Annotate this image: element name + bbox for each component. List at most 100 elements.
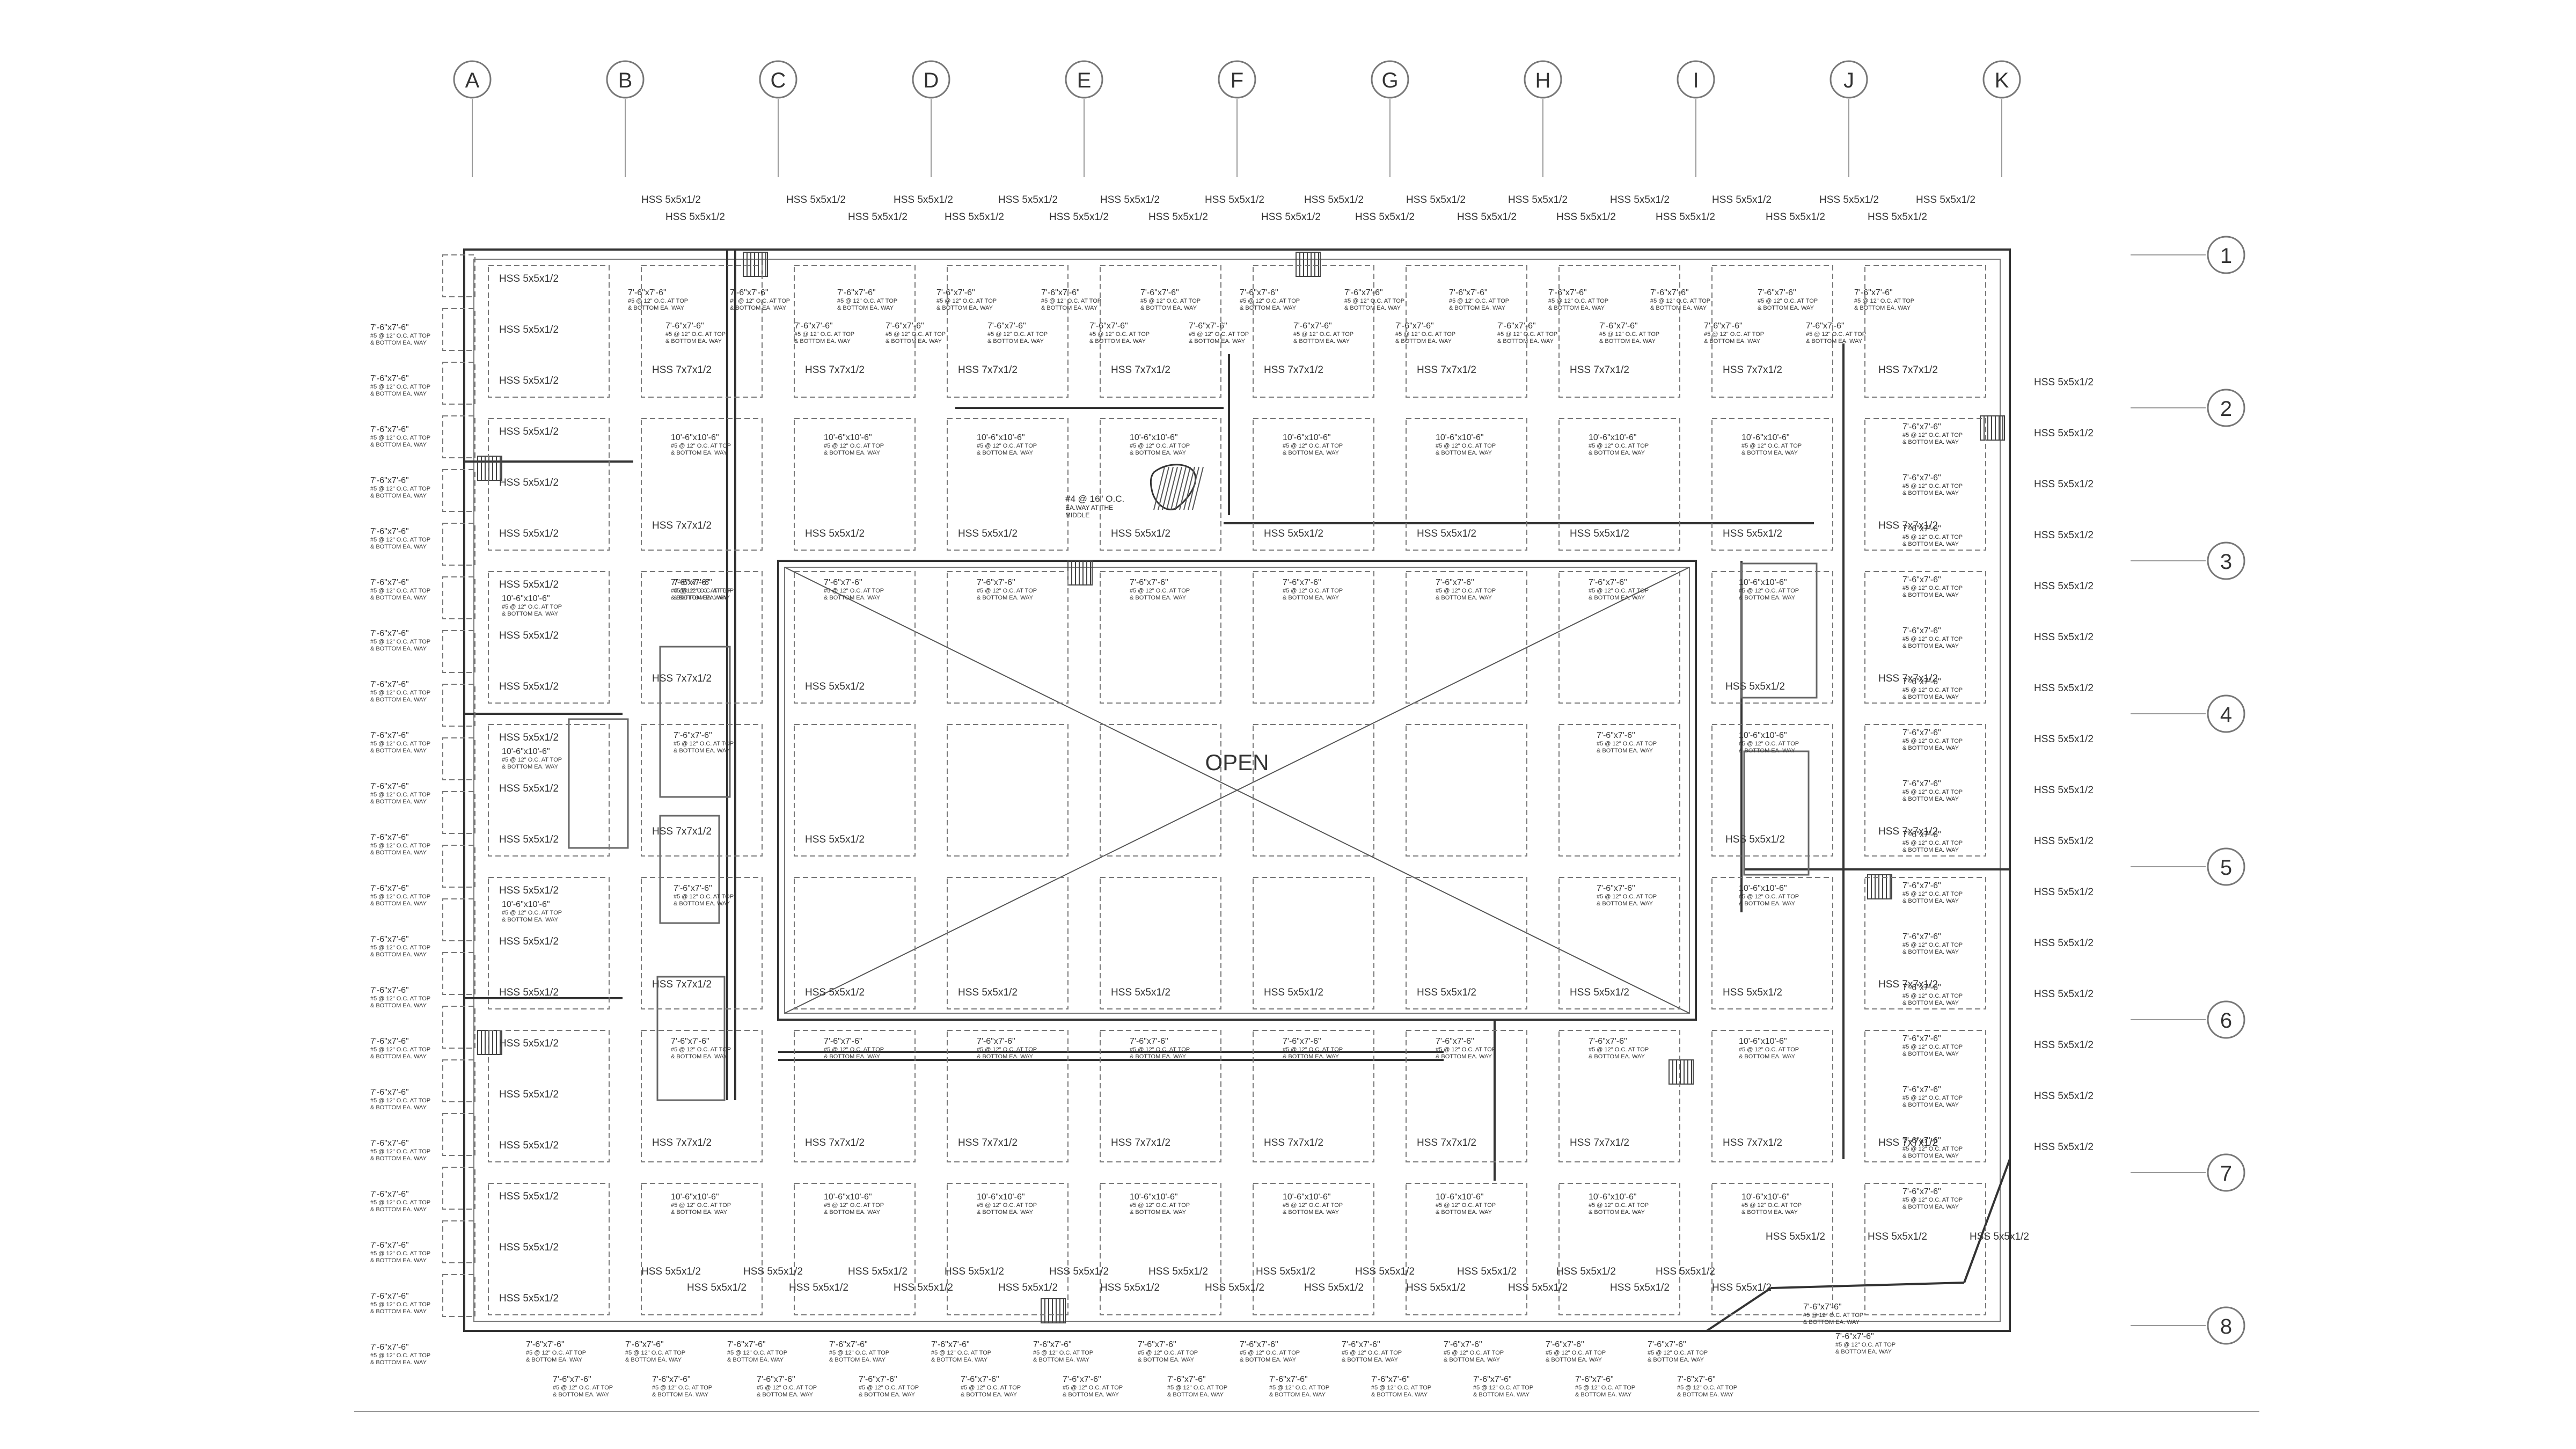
footing-bay bbox=[488, 265, 610, 398]
footing-rebar: #5 @ 12" O.C. AT TOP bbox=[671, 443, 731, 449]
stair-outline bbox=[1296, 252, 1321, 277]
footing-size: 7'-6"x7'-6" bbox=[370, 1190, 409, 1199]
hss-label: HSS 7x7x1/2 bbox=[1878, 673, 1938, 684]
footing-callout: 7'-6"x7'-6"#5 @ 12" O.C. AT TOP& BOTTOM … bbox=[370, 1037, 430, 1060]
footing-rebar: & BOTTOM EA. WAY bbox=[1240, 1357, 1297, 1363]
grid-bubble-B: B bbox=[606, 60, 645, 99]
footing-rebar: & BOTTOM EA. WAY bbox=[1902, 796, 1959, 802]
hss-label: HSS 5x5x1/2 bbox=[2034, 581, 2094, 592]
footing-rebar: #5 @ 12" O.C. AT TOP bbox=[1283, 443, 1343, 449]
footing-rebar: #5 @ 12" O.C. AT TOP bbox=[824, 443, 884, 449]
footing-bay bbox=[947, 877, 1069, 1009]
grid-bubble-circle bbox=[1065, 60, 1103, 99]
footing-callout: 7'-6"x7'-6"#5 @ 12" O.C. AT TOP& BOTTOM … bbox=[1575, 1375, 1635, 1398]
footing-rebar: & BOTTOM EA. WAY bbox=[1597, 748, 1653, 754]
footing-size: 7'-6"x7'-6" bbox=[1342, 1340, 1380, 1349]
footing-callout: 7'-6"x7'-6"#5 @ 12" O.C. AT TOP& BOTTOM … bbox=[1449, 288, 1509, 311]
hss-label: HSS 5x5x1/2 bbox=[665, 211, 725, 223]
footing-size: 7'-6"x7'-6" bbox=[1902, 881, 1941, 890]
hss-label: HSS 5x5x1/2 bbox=[2034, 989, 2094, 1000]
footing-rebar: #5 @ 12" O.C. AT TOP bbox=[1167, 1385, 1227, 1391]
hss-label: HSS 5x5x1/2 bbox=[1417, 987, 1476, 998]
hss-label: HSS 5x5x1/2 bbox=[1264, 987, 1323, 998]
footing-rebar: #5 @ 12" O.C. AT TOP bbox=[1189, 331, 1249, 338]
footing-rebar: #5 @ 12" O.C. AT TOP bbox=[1240, 1350, 1300, 1356]
footing-rebar: #5 @ 12" O.C. AT TOP bbox=[977, 1046, 1037, 1053]
footing-size: 7'-6"x7'-6" bbox=[1449, 288, 1488, 297]
footing-size: 7'-6"x7'-6" bbox=[757, 1375, 795, 1384]
grid-bubble-label: D bbox=[924, 69, 939, 92]
footing-callout: 7'-6"x7'-6"#5 @ 12" O.C. AT TOP& BOTTOM … bbox=[370, 374, 430, 397]
footing-callout: 7'-6"x7'-6"#5 @ 12" O.C. AT TOP& BOTTOM … bbox=[1189, 321, 1249, 345]
footing-callout: 7'-6"x7'-6"#5 @ 12" O.C. AT TOP& BOTTOM … bbox=[1902, 422, 1963, 445]
footing-callout: 7'-6"x7'-6"#5 @ 12" O.C. AT TOP& BOTTOM … bbox=[1167, 1375, 1227, 1398]
footing-size: 7'-6"x7'-6" bbox=[1902, 1034, 1941, 1043]
grid-bubble-2: 2 bbox=[2207, 389, 2245, 427]
hss-label: HSS 5x5x1/2 bbox=[1355, 211, 1415, 223]
footing-bay bbox=[1100, 877, 1221, 1009]
footing-callout: 7'-6"x7'-6"#5 @ 12" O.C. AT TOP& BOTTOM … bbox=[1902, 1187, 1963, 1210]
footing-size: 10'-6"x10'-6" bbox=[824, 1192, 872, 1202]
hss-label: HSS 5x5x1/2 bbox=[848, 1266, 908, 1277]
footing-size: 7'-6"x7'-6" bbox=[1283, 578, 1321, 587]
footing-callout: 7'-6"x7'-6"#5 @ 12" O.C. AT TOP& BOTTOM … bbox=[1033, 1340, 1093, 1363]
footing-size: 7'-6"x7'-6" bbox=[370, 1139, 409, 1148]
footing-rebar: #5 @ 12" O.C. AT TOP bbox=[1436, 588, 1496, 594]
footing-rebar: #5 @ 12" O.C. AT TOP bbox=[1902, 993, 1963, 999]
footing-rebar: #5 @ 12" O.C. AT TOP bbox=[370, 843, 430, 849]
footing-rebar: #5 @ 12" O.C. AT TOP bbox=[1548, 298, 1608, 304]
footing-rebar: #5 @ 12" O.C. AT TOP bbox=[1741, 443, 1802, 449]
hss-label: HSS 5x5x1/2 bbox=[499, 1191, 559, 1202]
footing-callout: 7'-6"x7'-6"#5 @ 12" O.C. AT TOP& BOTTOM … bbox=[674, 731, 734, 754]
footing-size: 7'-6"x7'-6" bbox=[977, 578, 1015, 587]
footing-rebar: #5 @ 12" O.C. AT TOP bbox=[730, 298, 790, 304]
hss-label: HSS 5x5x1/2 bbox=[1417, 528, 1476, 539]
footing-bay bbox=[1406, 418, 1527, 551]
footing-rebar: #5 @ 12" O.C. AT TOP bbox=[824, 1046, 884, 1053]
footing-rebar: & BOTTOM EA. WAY bbox=[1436, 1209, 1492, 1216]
footing-rebar: & BOTTOM EA. WAY bbox=[1342, 1357, 1399, 1363]
footing-rebar: & BOTTOM EA. WAY bbox=[1283, 450, 1340, 456]
footing-rebar: #5 @ 12" O.C. AT TOP bbox=[1371, 1385, 1431, 1391]
footing-size: 7'-6"x7'-6" bbox=[859, 1375, 897, 1384]
footing-rebar: #5 @ 12" O.C. AT TOP bbox=[674, 588, 734, 594]
hss-label: HSS 5x5x1/2 bbox=[499, 1293, 559, 1304]
footing-rebar: #5 @ 12" O.C. AT TOP bbox=[885, 331, 946, 338]
footing-rebar: #5 @ 12" O.C. AT TOP bbox=[1677, 1385, 1737, 1391]
footing-callout: 7'-6"x7'-6"#5 @ 12" O.C. AT TOP& BOTTOM … bbox=[1758, 288, 1818, 311]
footing-rebar: #5 @ 12" O.C. AT TOP bbox=[1497, 331, 1557, 338]
hss-label: HSS 5x5x1/2 bbox=[1766, 211, 1825, 223]
footing-rebar: & BOTTOM EA. WAY bbox=[977, 450, 1034, 456]
hss-label: HSS 5x5x1/2 bbox=[499, 1089, 559, 1100]
footing-rebar: #5 @ 12" O.C. AT TOP bbox=[1854, 298, 1914, 304]
footing-bay bbox=[1253, 418, 1374, 551]
footing-size: 7'-6"x7'-6" bbox=[1902, 626, 1941, 635]
footing-rebar: & BOTTOM EA. WAY bbox=[526, 1357, 583, 1363]
footing-callout: 10'-6"x10'-6"#5 @ 12" O.C. AT TOP& BOTTO… bbox=[502, 747, 562, 770]
hss-label: HSS 5x5x1/2 bbox=[499, 579, 559, 590]
hss-label: HSS 5x5x1/2 bbox=[499, 885, 559, 896]
hss-label: HSS 5x5x1/2 bbox=[2034, 734, 2094, 745]
footing-callout: 10'-6"x10'-6"#5 @ 12" O.C. AT TOP& BOTTO… bbox=[824, 433, 884, 456]
footing-bay bbox=[488, 1183, 610, 1315]
hss-label: HSS 5x5x1/2 bbox=[1355, 1266, 1415, 1277]
hss-label: HSS 5x5x1/2 bbox=[1766, 1231, 1825, 1242]
footing-bay bbox=[442, 684, 475, 727]
footing-bay bbox=[641, 724, 763, 857]
hss-label: HSS 7x7x1/2 bbox=[1878, 520, 1938, 531]
footing-callout: 7'-6"x7'-6"#5 @ 12" O.C. AT TOP& BOTTOM … bbox=[1902, 1085, 1963, 1108]
footing-size: 10'-6"x10'-6" bbox=[1739, 731, 1787, 740]
footing-rebar: & BOTTOM EA. WAY bbox=[1589, 450, 1645, 456]
footing-size: 7'-6"x7'-6" bbox=[370, 425, 409, 434]
footing-bay bbox=[1864, 1030, 1986, 1162]
footing-rebar: & BOTTOM EA. WAY bbox=[1589, 1053, 1645, 1060]
footing-callout: 7'-6"x7'-6"#5 @ 12" O.C. AT TOP& BOTTOM … bbox=[370, 986, 430, 1009]
footing-rebar: #5 @ 12" O.C. AT TOP bbox=[1283, 588, 1343, 594]
footing-rebar: #5 @ 12" O.C. AT TOP bbox=[936, 298, 997, 304]
footing-callout: 7'-6"x7'-6"#5 @ 12" O.C. AT TOP& BOTTOM … bbox=[1293, 321, 1353, 345]
footing-rebar: #5 @ 12" O.C. AT TOP bbox=[370, 486, 430, 492]
footing-size: 7'-6"x7'-6" bbox=[1835, 1332, 1874, 1341]
footing-bay bbox=[1253, 877, 1374, 1009]
footing-bay bbox=[442, 254, 475, 297]
footing-rebar: #5 @ 12" O.C. AT TOP bbox=[370, 945, 430, 951]
